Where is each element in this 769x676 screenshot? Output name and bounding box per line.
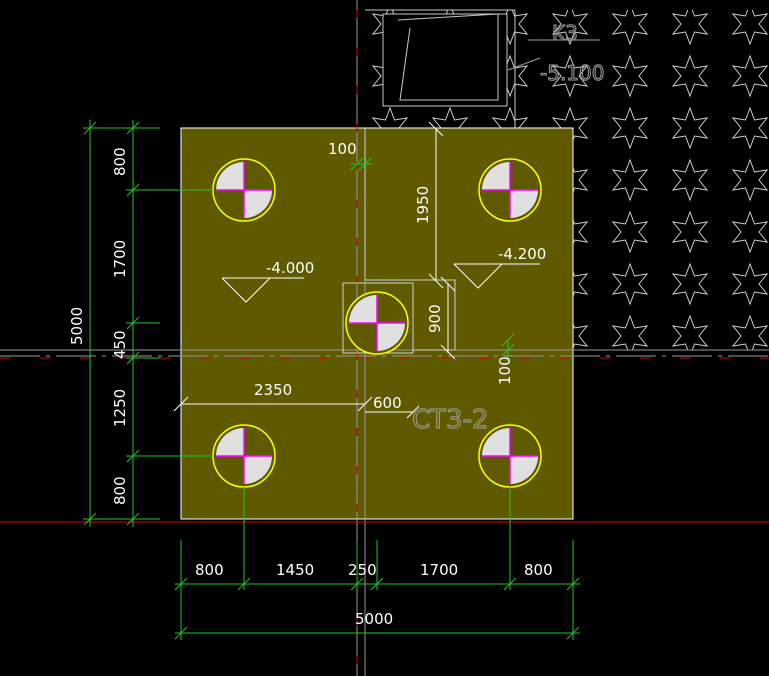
dim-bottom-2: 1450	[276, 561, 314, 579]
bottom-dimension-chain	[174, 540, 580, 640]
left-dimension-labels: 5000 800 1700 450 1250 800	[68, 147, 129, 505]
elevation-marker-left	[221, 277, 304, 303]
dim-bottom-total: 5000	[355, 610, 393, 628]
dim-600: 600	[373, 394, 402, 412]
pile[interactable]	[212, 424, 276, 488]
dim-left-total: 5000	[68, 307, 86, 345]
dim-left-5: 800	[111, 476, 129, 505]
dim-left-4: 1250	[111, 389, 129, 427]
dim-2350: 2350	[254, 381, 292, 399]
neighbor-label: K3	[552, 21, 578, 45]
neighbor-label-group: K3 -5.100	[507, 21, 605, 86]
dim-100-right: 100	[496, 356, 514, 385]
elevation-left-text: -4.000	[266, 259, 314, 277]
dim-left-1: 800	[111, 147, 129, 176]
left-dimension-chain	[83, 120, 160, 527]
elevation-marker-right	[453, 263, 540, 289]
neighbor-elevation: -5.100	[540, 61, 604, 85]
dim-bottom-1: 800	[195, 561, 224, 579]
pile[interactable]	[345, 291, 409, 355]
neighbor-block	[365, 9, 516, 128]
pile[interactable]	[478, 424, 542, 488]
pile-cap-id: CT3-2	[412, 405, 489, 435]
dim-bottom-3: 250	[348, 561, 377, 579]
pile[interactable]	[212, 158, 276, 222]
dim-900: 900	[426, 304, 444, 333]
dim-left-2: 1700	[111, 240, 129, 278]
dim-left-3: 450	[111, 330, 129, 359]
elevation-right-text: -4.200	[498, 245, 546, 263]
offset-ticks	[350, 157, 515, 364]
bottom-dimension-labels: 800 1450 250 1700 800 5000	[195, 561, 553, 628]
dim-100-top: 100	[328, 140, 357, 158]
piles	[212, 158, 542, 488]
pile[interactable]	[478, 158, 542, 222]
internal-dimension-lines	[173, 121, 456, 419]
dim-bottom-5: 800	[524, 561, 553, 579]
dim-bottom-4: 1700	[420, 561, 458, 579]
dim-1950: 1950	[414, 186, 432, 224]
